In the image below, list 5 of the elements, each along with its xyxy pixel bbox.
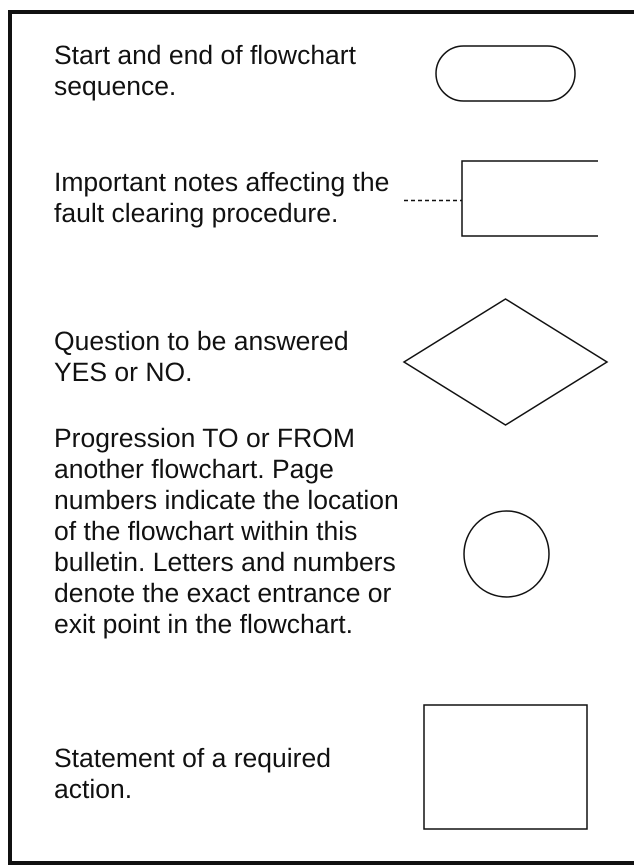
symbol-description: Question to be answered YES or NO. — [54, 326, 350, 388]
symbol-description: Progression TO or FROM another flowchart. Page numbers indicate the location of the flowchart within this bulletin. Letters and numbers denote the exact entrance or exit point in the flowchart. — [54, 423, 400, 640]
symbol-description: Start and end of flowchart sequence. — [54, 40, 357, 102]
symbol-description: Statement of a required action. — [54, 743, 332, 805]
symbol-description: Important notes affecting the fault clearing procedure. — [54, 167, 390, 229]
